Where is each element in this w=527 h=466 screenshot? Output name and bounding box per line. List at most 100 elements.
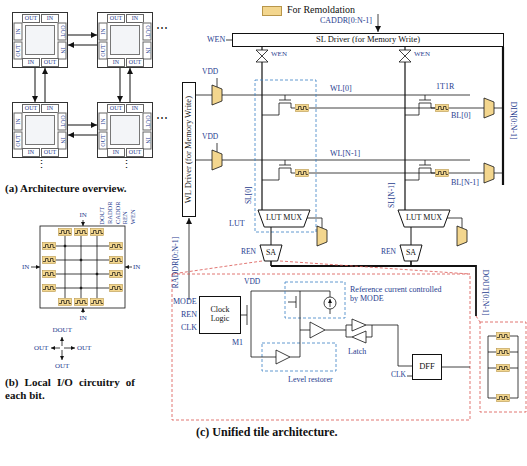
node-text: OUT — [58, 22, 67, 40]
node-text: OUT — [22, 14, 40, 23]
tile-box: OUTININOUTOUTININOUT — [97, 12, 153, 68]
driver-box: SL Driver (for Memory Write) — [232, 33, 504, 47]
node-text: IN — [99, 112, 108, 130]
node-text: IN — [41, 104, 59, 113]
legend-swatch — [262, 6, 282, 16]
signal-label: SL[0] — [245, 186, 254, 204]
node-text: IN — [22, 148, 40, 157]
mux-trapezoid: LUT MUX — [258, 210, 310, 227]
signal-label: M1 — [232, 338, 243, 347]
node-text: IN — [143, 41, 152, 59]
node-text: IN — [14, 112, 23, 130]
ellipsis: ⋮ — [121, 158, 132, 171]
node-text: OUT — [41, 148, 59, 157]
signal-label: DOUT — [98, 206, 105, 224]
trapezoid-shape — [398, 210, 450, 227]
trapezoid-shape — [400, 245, 422, 261]
node-text: IN — [58, 41, 67, 59]
connector — [68, 135, 97, 136]
tile-box: OUTININOUTOUTININOUT — [12, 12, 68, 68]
connector — [411, 227, 412, 245]
signal-label: RADDR[0:N-1] — [171, 236, 180, 288]
connector — [130, 68, 131, 102]
node-text: OUT — [14, 131, 23, 149]
driver-box: WL Driver (for Memory Write) — [182, 82, 196, 217]
signal-label: VDD — [244, 278, 260, 287]
node-text: OUT — [143, 22, 152, 40]
ellipsis: ⋯ — [156, 112, 168, 126]
signal-label: RADDR — [106, 201, 113, 224]
node-text: OUT — [99, 41, 108, 59]
tile-box: OUTININOUTOUTININOUT — [97, 102, 153, 158]
ellipsis: ⋮ — [36, 158, 47, 171]
node-text: WL Driver (for Memory Write) — [184, 96, 193, 203]
signal-label: WL[N-1] — [330, 149, 360, 158]
node-text: OUT — [99, 131, 108, 149]
node-text: IN — [126, 104, 144, 113]
connector — [45, 68, 46, 102]
signal-label: CLK — [391, 371, 406, 380]
signal-label: VDD — [202, 133, 218, 142]
node-text: SL Driver (for Memory Write) — [316, 35, 420, 44]
port-label: OUT — [77, 344, 91, 352]
tile-core — [25, 115, 55, 145]
node-text: IN — [14, 22, 23, 40]
node-text: OUT — [107, 14, 125, 23]
signal-label: CADDR — [113, 201, 120, 224]
subfigure-caption: (a) Architecture overview. — [5, 182, 133, 195]
logic-box: Clock Logic — [199, 296, 241, 334]
node-text: OUT — [143, 112, 152, 130]
connector — [68, 35, 97, 36]
subfigure-caption: (c) Unified tile architecture. — [196, 426, 338, 440]
signal-label: LUT — [229, 219, 245, 228]
node-text: Clock Logic — [202, 306, 238, 324]
node-text: OUT — [14, 41, 23, 59]
node-text: OUT — [126, 58, 144, 67]
node-text: OUT — [22, 104, 40, 113]
node-text: IN — [126, 14, 144, 23]
trapezoid-shape — [258, 210, 310, 227]
node-text: IN — [107, 148, 125, 157]
node-text: IN — [107, 58, 125, 67]
signal-label: Reference current controlled by MODE — [350, 285, 450, 303]
trapezoid-shape — [260, 245, 282, 261]
tile-core — [25, 25, 55, 55]
signal-label: MODE — [173, 297, 197, 306]
ellipsis: ⋯ — [156, 22, 168, 36]
node-text: LUT MUX — [266, 214, 302, 223]
mux-trapezoid: LUT MUX — [398, 210, 450, 227]
signal-label: WEN — [207, 35, 225, 44]
signal-label: SL[N-1] — [388, 182, 397, 207]
port-label: DOUT — [53, 326, 72, 334]
tile-core — [110, 25, 140, 55]
signal-label: VDD — [202, 68, 218, 77]
node-text: IN — [143, 131, 152, 149]
signal-label: BL[0] — [451, 111, 471, 120]
legend-text: For Remoldation — [287, 4, 355, 16]
signal-label: REN — [181, 310, 197, 319]
subfigure-caption: (b) Local I/O circuitry of each bit. — [5, 376, 135, 401]
signal-label: WL[0] — [330, 84, 352, 93]
port-label: IN — [80, 314, 87, 322]
port-label: OUT — [34, 344, 48, 352]
signal-label: CADDR[0:N-1] — [320, 16, 372, 25]
port-label: IN — [80, 211, 87, 219]
sense-amp-trapezoid: SA — [260, 245, 282, 261]
node-text: LUT MUX — [406, 214, 442, 223]
node-text: IN — [22, 58, 40, 67]
signal-label: CLK — [181, 323, 197, 332]
connector — [68, 45, 97, 46]
node-text: IN — [58, 131, 67, 149]
connector — [68, 125, 97, 126]
signal-label: Level restorer — [288, 375, 333, 384]
signal-label: WEN — [271, 50, 287, 58]
port-label: IN — [22, 263, 29, 271]
signal-label: DOUT[0:N-1] — [481, 269, 490, 315]
node-text: OUT — [107, 104, 125, 113]
connector — [271, 227, 272, 245]
signal-label: REN — [121, 211, 128, 224]
signal-label: REN — [241, 248, 256, 257]
sense-amp-trapezoid: SA — [400, 245, 422, 261]
